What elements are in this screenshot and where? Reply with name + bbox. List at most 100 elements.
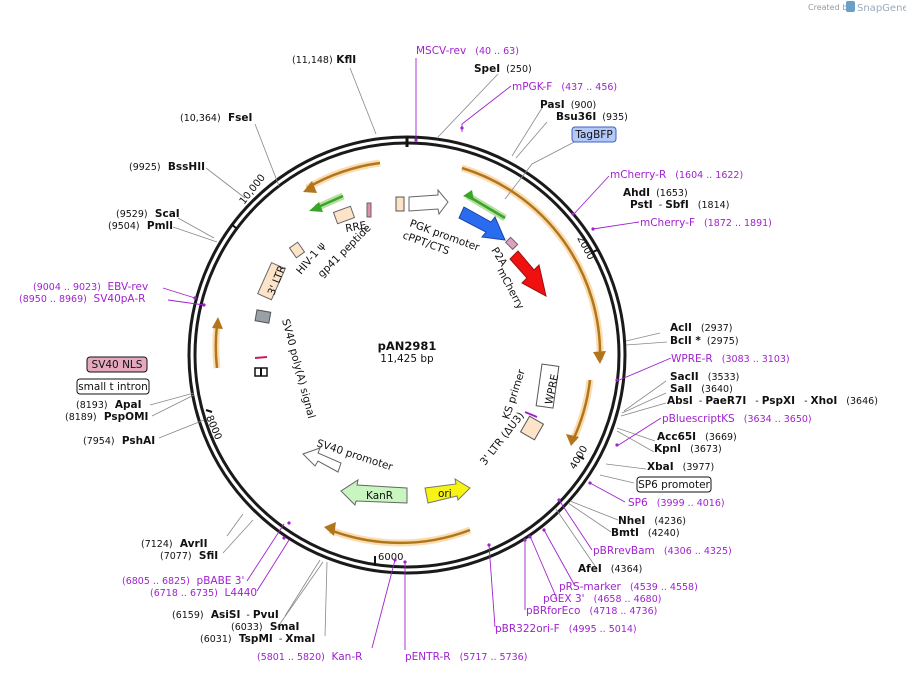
enzyme-label-24[interactable]: (7077) SfiI (160, 550, 218, 562)
svg-text:6000: 6000 (378, 552, 403, 563)
feature-mcherry (509, 250, 547, 297)
tagbfp-box[interactable]: TagBFP (571, 126, 617, 143)
enzyme-label-22[interactable]: BmtI (4240) (611, 527, 680, 539)
primer-label-11[interactable]: pRS-marker (4539 .. 4558) (559, 581, 698, 593)
label-kanr: KanR (366, 490, 393, 502)
tick-6000: 6000 (374, 552, 403, 566)
enzyme-label-10[interactable]: AclI (2937) (670, 322, 733, 334)
feature-rre-box (332, 205, 356, 225)
enzyme-label-0[interactable]: (11,148) KflI (292, 54, 356, 66)
primer-site-mark-3 (591, 227, 595, 231)
enzyme-label-2[interactable]: PasI (900) (540, 99, 596, 111)
svg-text:SP6 promoter: SP6 promoter (638, 479, 710, 491)
enzyme-label-28[interactable]: (6031) TspMI - XmaI (200, 633, 315, 645)
label-rre: RRE (344, 219, 367, 235)
enzyme-label-14[interactable]: AbsI - PaeR7I - PspXI - XhoI (3646) (667, 395, 878, 407)
primer-label-15[interactable]: pBR322ori-F (4995 .. 5014) (495, 623, 637, 635)
primer-label-10[interactable]: (6805 .. 6825) pBABE 3' (122, 575, 244, 587)
enzyme-label-23[interactable]: (7124) AvrII (141, 538, 208, 550)
primer-site-mark-11 (487, 543, 491, 547)
enzyme-label-9[interactable]: (9504) PmlI (108, 220, 173, 232)
primer-label-9[interactable]: pBRrevBam (4306 .. 4325) (593, 545, 732, 557)
feature-gp41-box (366, 202, 372, 218)
leader-lines (149, 67, 668, 637)
label-sv40-polya: SV40 poly(A) signal (279, 318, 317, 420)
snapgene-logo: Created by SnapGene (808, 1, 906, 14)
primer-label-4[interactable]: (9004 .. 9023) EBV-rev (33, 281, 148, 293)
enzyme-label-15[interactable]: (8193) ApaI (76, 399, 142, 411)
enzyme-label-13[interactable]: SalI (3640) (670, 383, 733, 395)
primer-site-mark-10 (523, 538, 527, 542)
label-p2a: P2A (488, 245, 509, 269)
enzyme-label-19[interactable]: KpnI (3673) (654, 443, 722, 455)
primer-site-mark-9 (528, 535, 532, 539)
primer-site-mark-2 (571, 212, 575, 216)
primer-label-2[interactable]: mCherry-R (1604 .. 1622) (610, 169, 743, 181)
primer-site-mark-0 (414, 138, 418, 142)
primer-label-7[interactable]: pBluescriptKS (3634 .. 3650) (662, 413, 812, 425)
small-t-intron-box[interactable]: small t intron (76, 378, 150, 395)
primer-site-mark-1 (460, 126, 464, 130)
sp6-promoter-box[interactable]: SP6 promoter (636, 476, 712, 493)
snapgene-icon (846, 1, 855, 12)
label-ori: ori (438, 488, 452, 500)
primer-site-mark-12 (403, 560, 407, 564)
sv40-nls-box[interactable]: SV40 NLS (86, 356, 148, 373)
svg-text:small t intron: small t intron (78, 381, 148, 393)
enzyme-label-18[interactable]: (7954) PshAI (83, 435, 155, 447)
feature-3ltr-delta-u3 (519, 415, 545, 441)
enzyme-label-6[interactable]: AhdI (1653) (623, 187, 688, 199)
feature-green-right (463, 190, 507, 222)
enzyme-label-25[interactable]: AfeI (4364) (578, 563, 642, 575)
primer-label-8[interactable]: SP6 (3999 .. 4016) (628, 497, 725, 509)
enzyme-label-17[interactable]: Acc65I (3669) (657, 431, 737, 443)
enzyme-label-4[interactable]: (10,364) FseI (180, 112, 252, 124)
primer-label-14[interactable]: pBRforEco (4718 .. 4736) (526, 605, 657, 617)
feature-sv40-promoter (302, 447, 342, 473)
feature-p2a (504, 236, 519, 251)
primer-site-mark-8 (542, 528, 546, 532)
primer-label-1[interactable]: mPGK-F (437 .. 456) (512, 81, 617, 93)
primer-label-3[interactable]: mCherry-F (1872 .. 1891) (640, 217, 772, 229)
primer-site-mark-6 (588, 481, 592, 485)
enzyme-label-21[interactable]: NheI (4236) (618, 515, 686, 527)
enzyme-label-12[interactable]: SacII (3533) (670, 371, 739, 383)
enzyme-label-11[interactable]: BclI * (2975) (670, 335, 739, 347)
svg-text:SV40 NLS: SV40 NLS (92, 359, 143, 371)
feature-wpre (535, 363, 560, 409)
primer-label-17[interactable]: pENTR-R (5717 .. 5736) (405, 651, 527, 663)
primer-label-6[interactable]: WPRE-R (3083 .. 3103) (671, 353, 790, 365)
primer-label-16[interactable]: (5801 .. 5820) Kan-R (257, 651, 362, 663)
feature-kanr (340, 478, 408, 506)
primer-site-mark-15 (282, 536, 286, 540)
enzyme-sites: (11,148) KflI SpeI (250) PasI (900)Bsu36I … (65, 54, 878, 645)
enzyme-label-3[interactable]: Bsu36I (935) (556, 111, 628, 123)
primer-site-mark-14 (287, 521, 291, 525)
feature-3ltr-box (257, 261, 286, 301)
label-sv40-promoter: SV40 promoter (315, 437, 395, 473)
plasmid-length: 11,425 bp (380, 353, 434, 365)
enzyme-label-8[interactable]: (9529) ScaI (116, 208, 180, 220)
primer-label-12[interactable]: (6718 .. 6735) L4440 (150, 587, 257, 599)
enzyme-label-16[interactable]: (8189) PspOMI (65, 411, 148, 423)
primer-label-0[interactable]: MSCV-rev (40 .. 63) (416, 45, 519, 57)
feature-gray-box (254, 309, 272, 324)
primer-site-mark-7 (557, 498, 561, 502)
enzyme-label-27[interactable]: (6033) SmaI (231, 621, 299, 633)
feature-small-t-intron-mark (254, 367, 268, 377)
enzyme-label-5[interactable]: (9925) BssHII (129, 161, 205, 173)
enzyme-label-7[interactable]: PstI - SbfI (1814) (630, 199, 729, 211)
outer-feature-arcs (212, 159, 606, 547)
enzyme-label-26[interactable]: (6159) AsiSI - PvuI (172, 609, 279, 621)
created-by-text: Created by (808, 3, 852, 12)
enzyme-label-1[interactable]: SpeI (250) (474, 63, 532, 75)
plasmid-name: pAN2981 (378, 339, 437, 353)
enzyme-label-20[interactable]: XbaI (3977) (647, 461, 714, 473)
feature-sv40-nls-mark (254, 356, 268, 359)
primer-label-13[interactable]: pGEX 3' (4658 .. 4680) (543, 593, 661, 605)
primer-label-5[interactable]: (8950 .. 8969) SV40pA-R (19, 293, 145, 305)
feature-hiv-psi-box (288, 241, 306, 259)
svg-text:TagBFP: TagBFP (574, 129, 612, 141)
